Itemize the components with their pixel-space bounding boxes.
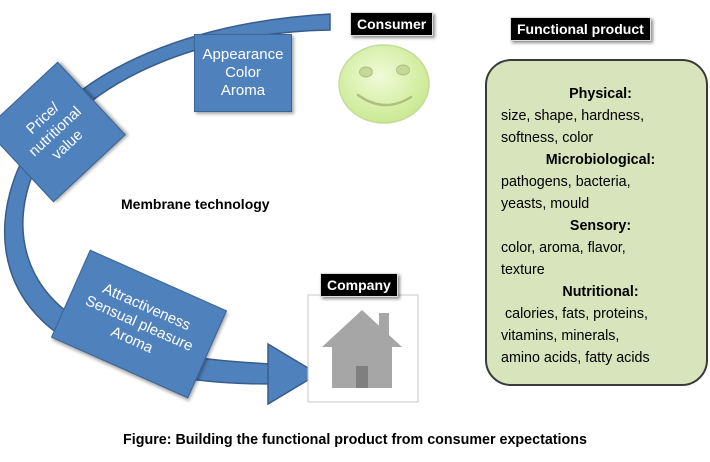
appearance-line-2: Color — [225, 64, 261, 81]
nutritional-line-1: calories, fats, proteins, — [501, 306, 649, 322]
flow-arrow-head — [267, 342, 320, 406]
appearance-line-3: Aroma — [220, 82, 266, 99]
microbiological-line-1: pathogens, bacteria, — [501, 174, 631, 190]
house-icon — [307, 294, 419, 403]
nutritional-heading: Nutritional: — [562, 284, 639, 300]
membrane-technology-label: Membrane technology — [121, 196, 270, 212]
physical-heading: Physical: — [569, 86, 632, 102]
sensory-heading: Sensory: — [569, 218, 632, 234]
nutritional-line-3: amino acids, fatty acids — [501, 350, 650, 366]
company-label: Company — [320, 273, 398, 297]
sensory-line-1: color, aroma, flavor, — [501, 240, 626, 256]
figure-caption: Figure: Building the functional product … — [123, 432, 587, 448]
functional-product-panel: Physical: size, shape, hardness, softnes… — [485, 59, 708, 386]
nutritional-line-2: vitamins, minerals, — [501, 328, 620, 344]
sensory-line-2: texture — [501, 262, 545, 278]
physical-line-2: softness, color — [501, 130, 594, 146]
functional-product-title: Functional product — [510, 17, 651, 41]
consumer-label: Consumer — [350, 12, 434, 36]
appearance-line-1: Appearance — [202, 46, 284, 63]
microbiological-heading: Microbiological: — [545, 152, 656, 168]
physical-line-1: size, shape, hardness, — [501, 108, 645, 124]
appearance-color-aroma-box: Appearance Color Aroma — [194, 34, 292, 112]
microbiological-line-2: yeasts, mould — [501, 196, 590, 212]
smiley-face-icon — [338, 44, 430, 124]
